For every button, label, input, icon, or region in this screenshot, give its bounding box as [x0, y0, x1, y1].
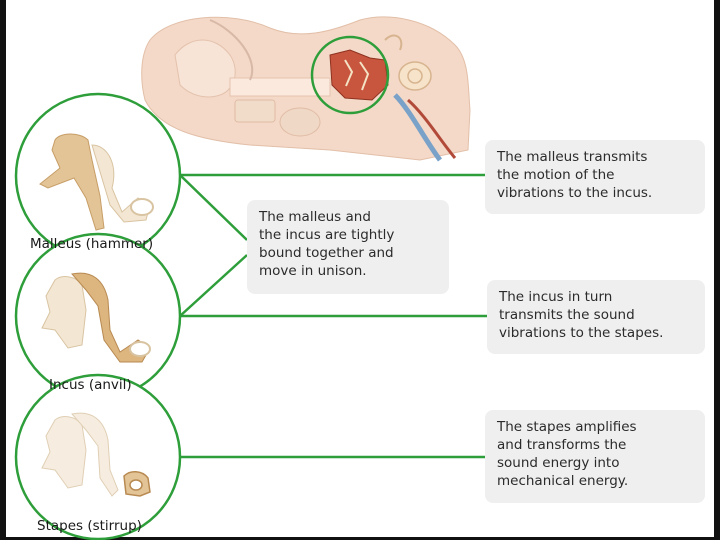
incus-figure — [14, 232, 182, 400]
malleus-figure — [14, 92, 182, 260]
connector-incus-unison — [179, 254, 248, 317]
bottom-border — [0, 537, 720, 540]
malleus-bone — [39, 133, 105, 231]
incus-note: The incus in turn transmits the sound vi… — [487, 280, 705, 354]
connector-malleus-unison — [179, 174, 248, 241]
middle-ear-highlight — [310, 35, 390, 115]
unison-note-text: The malleus and the incus are tightly bo… — [259, 209, 395, 279]
stapes-label: Stapes (stirrup) — [37, 518, 142, 534]
stapes-figure — [14, 373, 182, 540]
left-border — [0, 0, 6, 540]
stapes-note-text: The stapes amplifies and transforms the … — [497, 419, 637, 489]
incus-label: Incus (anvil) — [49, 377, 132, 393]
malleus-label: Malleus (hammer) — [30, 236, 154, 252]
stapes-note: The stapes amplifies and transforms the … — [485, 410, 705, 503]
right-border — [714, 0, 720, 540]
malleus-note-text: The malleus transmits the motion of the … — [497, 149, 653, 201]
highlight-circle — [310, 35, 390, 115]
connectors — [179, 173, 487, 459]
malleus-note: The malleus transmits the motion of the … — [485, 140, 705, 214]
incus-bone — [71, 272, 151, 363]
incus-circle — [14, 232, 182, 400]
ear-cross-section — [141, 16, 471, 162]
incus-note-text: The incus in turn transmits the sound vi… — [499, 289, 664, 341]
stapes-circle — [14, 373, 182, 540]
unison-note: The malleus and the incus are tightly bo… — [247, 200, 449, 294]
